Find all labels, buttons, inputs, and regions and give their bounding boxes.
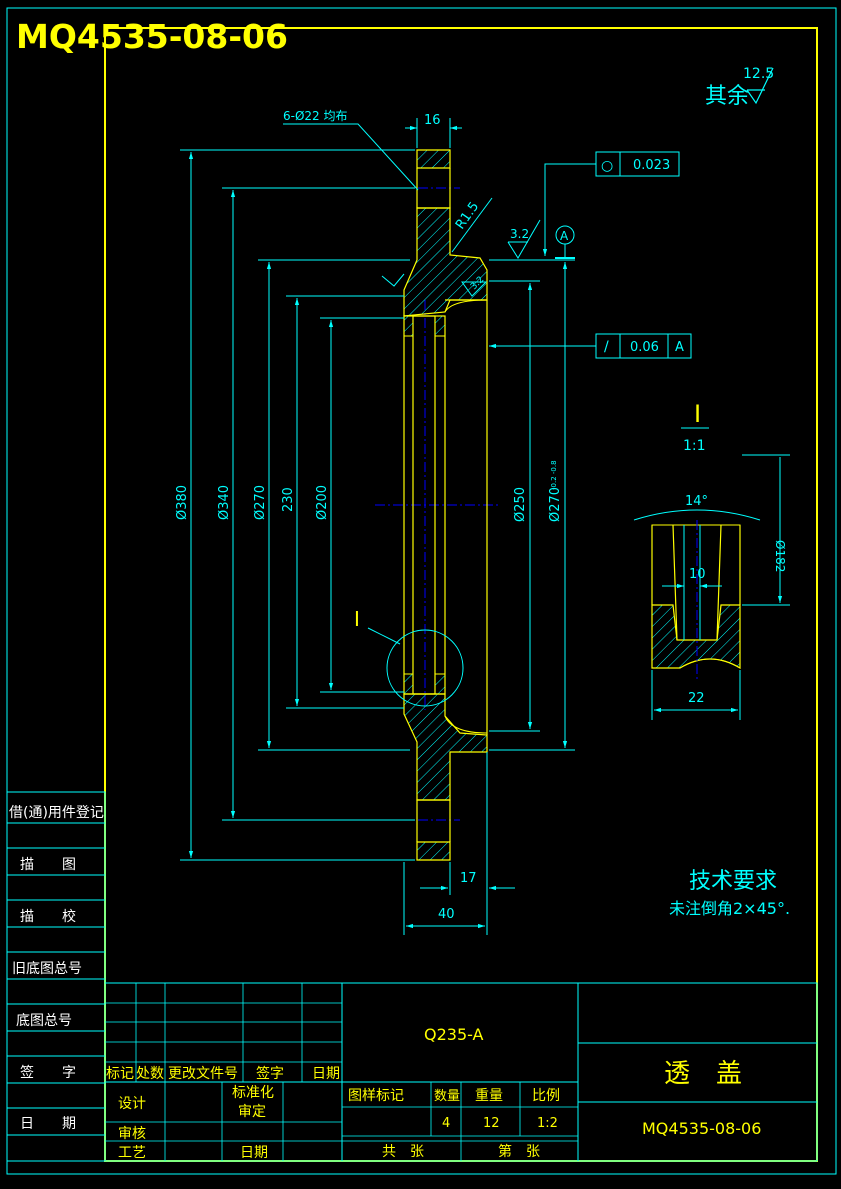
label-review: 审核 (118, 1126, 146, 1142)
dim-left-0: Ø380 (175, 485, 190, 520)
head-2: 重量 (475, 1088, 503, 1104)
detail-circle (386, 629, 464, 707)
dim-right-0: Ø250 (513, 487, 528, 522)
dim-left-1: Ø340 (217, 485, 232, 520)
stamp-3: 旧底图总号 (12, 961, 82, 977)
label-total: 共 张 (382, 1144, 424, 1160)
rev-h1: 处数 (136, 1066, 164, 1082)
part-name: 透 盖 (664, 1059, 742, 1089)
stamp-4: 底图总号 (16, 1013, 72, 1029)
stamp-2: 描 校 (20, 908, 76, 925)
dim-left-3: 230 (281, 487, 296, 512)
stamp-5: 签 字 (20, 1064, 76, 1081)
rev-h4: 日期 (312, 1066, 340, 1082)
label-standard: 标准化 (232, 1085, 274, 1101)
title-block: Q235-A 标记 处数 更改文件号 签字 日期 设计 标准化 审定 审核 工艺… (104, 982, 818, 1162)
outer-frame (6, 7, 837, 1175)
roughness-face: 3.2 (510, 227, 529, 241)
label-process: 工艺 (118, 1145, 146, 1161)
tol-runout-value: 0.06 (630, 340, 659, 355)
roughness-default-prefix: 其余 (705, 84, 749, 109)
label-date: 日期 (240, 1145, 268, 1161)
label-sheet: 第 张 (498, 1143, 540, 1160)
val-2: 1:2 (537, 1116, 558, 1131)
val-1: 12 (483, 1116, 500, 1131)
dim-right-1: Ø270 (548, 487, 563, 522)
dim-flange-width: 16 (424, 113, 441, 128)
rev-h0: 标记 (106, 1066, 134, 1082)
stamp-6: 日 期 (20, 1116, 76, 1132)
label-design: 设计 (118, 1096, 146, 1112)
dim-fillet: R1.5 (453, 199, 482, 232)
tech-title: 技术要求 (689, 869, 777, 894)
tol-roundness-value: 0.023 (633, 158, 670, 173)
tol-runout-symbol: / (604, 339, 609, 355)
datum-label: A (560, 229, 569, 243)
hole-note: 6-Ø22 均布 (283, 109, 348, 123)
detail-w22: 22 (688, 691, 705, 706)
part-section (375, 149, 500, 861)
detail-w10: 10 (689, 567, 706, 582)
detail-view: I 1:1 14° Ø182 10 22 (633, 400, 790, 720)
tol-roundness-symbol: ○ (601, 158, 613, 174)
rev-h3: 签字 (256, 1065, 284, 1082)
detail-label: I (694, 400, 701, 428)
dim-17: 17 (460, 871, 477, 886)
rev-h2: 更改文件号 (168, 1066, 238, 1082)
side-stamp-table: 借(通)用件登记 描 图 描 校 旧底图总号 底图总号 签 字 日 期 (6, 791, 106, 1162)
head-1: 数量 (434, 1089, 460, 1104)
dim-left-2: Ø270 (253, 485, 268, 520)
detail-callout: I (354, 607, 360, 631)
inner-frame (104, 27, 818, 1162)
tech-line: 未注倒角2×45°. (669, 899, 790, 918)
detail-angle: 14° (685, 494, 708, 509)
drawing-number-top: MQ4535-08-06 (16, 17, 288, 56)
dim-left-4: Ø200 (315, 485, 330, 520)
detail-scale: 1:1 (683, 438, 706, 454)
stamp-1: 描 图 (20, 857, 76, 873)
roughness-default-value: 12.5 (743, 66, 774, 82)
dim-right-tol: -0.2 -0.8 (550, 460, 558, 490)
dim-40: 40 (438, 907, 455, 922)
label-approve: 审定 (238, 1104, 266, 1120)
roughness-symbol (746, 67, 774, 105)
material: Q235-A (424, 1025, 484, 1044)
detail-dia: Ø182 (773, 540, 787, 572)
part-number: MQ4535-08-06 (642, 1119, 761, 1138)
head-0: 图样标记 (348, 1088, 404, 1104)
head-3: 比例 (532, 1088, 560, 1104)
val-0: 4 (442, 1116, 450, 1131)
stamp-0: 借(通)用件登记 (9, 805, 104, 821)
tol-runout-datum: A (675, 340, 684, 355)
right-dimensions: Ø250 Ø270 -0.2 -0.8 (489, 259, 575, 751)
left-dimensions: Ø380 Ø340 Ø270 230 Ø200 (175, 149, 415, 861)
